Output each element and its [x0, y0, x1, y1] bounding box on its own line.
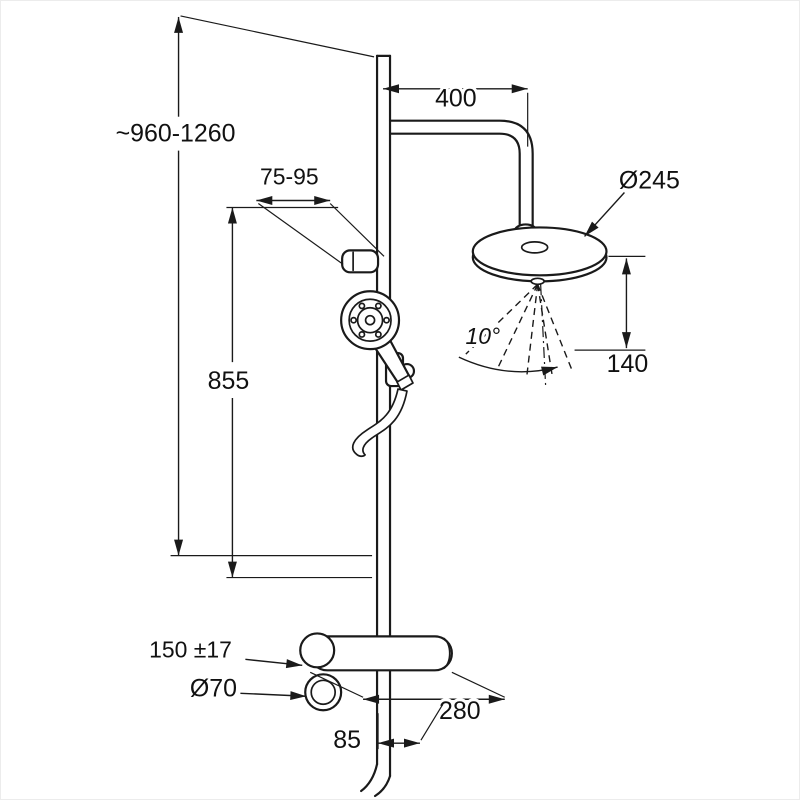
dim-label-outlet-offset: 85 — [333, 726, 361, 754]
dim-rail-height: 855 — [205, 206, 373, 579]
shower-hose — [351, 388, 408, 458]
dim-head-diameter: Ø245 — [584, 164, 683, 237]
dim-overall-height: ~960-1260 — [113, 15, 375, 557]
dim-label-rail-height: 855 — [208, 367, 250, 395]
dim-arm-length: 400 — [383, 82, 529, 147]
shower-arm — [388, 119, 534, 237]
thermostat-mixer — [299, 632, 453, 712]
dim-label-spray-angle: 10° — [465, 323, 500, 349]
dim-holder-range: 75-95 — [256, 161, 385, 265]
wall-bracket — [341, 249, 380, 274]
overhead-shower — [471, 223, 608, 286]
hand-shower — [340, 290, 414, 458]
spray-nozzle — [530, 277, 545, 286]
dim-label-head-clearance: 140 — [607, 350, 649, 378]
dim-mixer-length: 280 — [309, 671, 505, 728]
dim-escutcheon-diameter: Ø70 — [187, 671, 307, 705]
dim-label-mixer-length: 280 — [439, 697, 481, 725]
dim-outlet-offset: 85 — [330, 703, 444, 757]
dim-connection-spacing: 150 ±17 — [146, 633, 303, 669]
dim-label-arm-length: 400 — [435, 85, 477, 113]
dim-label-head-diameter: Ø245 — [619, 167, 680, 195]
dim-label-holder-range: 75-95 — [260, 164, 319, 190]
dim-label-connection-spacing: 150 ±17 — [149, 636, 232, 662]
dim-spray-angle: 10° — [458, 320, 558, 376]
dim-head-clearance: 140 — [574, 255, 651, 381]
dim-label-escutcheon-diameter: Ø70 — [190, 674, 237, 702]
overhead-shower-face — [471, 226, 608, 277]
dim-label-overall-height: ~960-1260 — [116, 120, 236, 148]
mixer-handle-top — [299, 632, 336, 669]
